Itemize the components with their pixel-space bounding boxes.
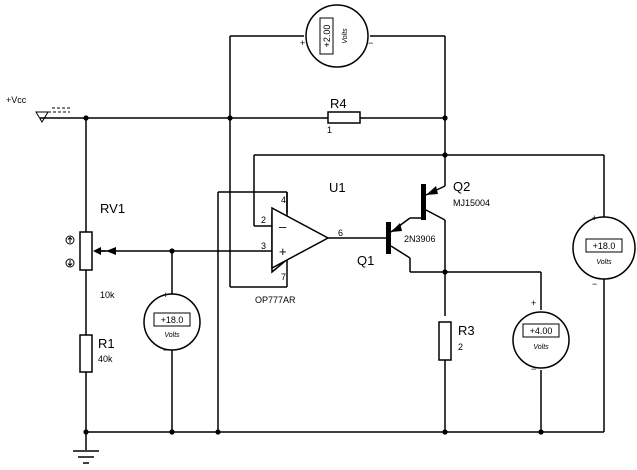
voltmeter-top[interactable]: +2.00 Volts + − — [300, 4, 373, 68]
junction-dot — [442, 429, 448, 435]
ground-icon — [73, 450, 99, 464]
meter-r3-minus: − — [531, 364, 536, 374]
junction-dot — [442, 269, 448, 275]
opamp-u1[interactable]: – + 2 3 6 4 7 U1 OP777AR — [255, 180, 346, 305]
meter-mid-plus: + — [163, 290, 168, 300]
junctions — [83, 115, 544, 435]
meter-mid-unit: Volts — [164, 332, 180, 339]
junction-dot — [83, 115, 89, 121]
meter-r3-unit: Volts — [533, 344, 549, 351]
opamp-minus: – — [279, 219, 287, 234]
voltmeter-r3[interactable]: +4.00 Volts + − — [512, 298, 570, 374]
junction-dot — [83, 429, 89, 435]
pin-2: 2 — [261, 215, 266, 225]
pin-7: 7 — [281, 272, 286, 282]
transistor-q2[interactable]: Q2 MJ15004 — [421, 179, 490, 221]
junction-dot — [169, 248, 175, 254]
pin-6: 6 — [338, 228, 343, 238]
meter-right-minus: − — [592, 279, 597, 289]
transistor-q1[interactable]: Q1 2N3906 — [357, 217, 436, 268]
resistor-r4[interactable]: R4 1 — [327, 96, 361, 135]
meter-right-plus: + — [592, 213, 597, 223]
pin-4: 4 — [281, 195, 286, 205]
meter-r3-plus: + — [531, 298, 536, 308]
vcc-terminal: +Vcc — [6, 95, 70, 123]
q2-name: Q2 — [453, 179, 470, 194]
meter-r3-reading: +4.00 — [530, 326, 553, 336]
resistor-r1[interactable]: R1 40k — [79, 334, 115, 373]
meter-mid-reading: +18.0 — [161, 315, 184, 325]
junction-dot — [215, 429, 221, 435]
q2-part: MJ15004 — [453, 198, 490, 208]
meter-mid-minus: − — [163, 345, 168, 355]
resistor-r3[interactable]: R3 2 — [438, 321, 475, 361]
r4-value: 1 — [327, 125, 332, 135]
u1-name: U1 — [329, 180, 346, 195]
meter-right-unit: Volts — [596, 259, 612, 266]
junction-dot — [169, 429, 175, 435]
junction-dot — [538, 429, 544, 435]
voltmeter-right[interactable]: +18.0 Volts + − — [572, 213, 636, 289]
vcc-label: +Vcc — [6, 95, 27, 105]
r1-value: 40k — [98, 354, 113, 364]
meter-right-reading: +18.0 — [593, 241, 616, 251]
opamp-plus: + — [279, 244, 287, 259]
pin-3: 3 — [261, 241, 266, 251]
r1-name: R1 — [98, 336, 115, 351]
wires — [40, 35, 605, 450]
meter-top-reading: +2.00 — [322, 25, 332, 48]
meter-top-unit: Volts — [342, 28, 349, 44]
junction-dot — [442, 152, 448, 158]
junction-dot — [442, 115, 448, 121]
u1-part: OP777AR — [255, 295, 296, 305]
r3-value: 2 — [458, 342, 463, 352]
junction-dot — [227, 115, 233, 121]
rv1-name: RV1 — [100, 201, 125, 216]
q1-part: 2N3906 — [404, 234, 436, 244]
meter-top-minus: − — [368, 38, 373, 48]
meter-top-plus: + — [300, 38, 305, 48]
r3-name: R3 — [458, 323, 475, 338]
r4-name: R4 — [330, 96, 347, 111]
q1-name: Q1 — [357, 253, 374, 268]
voltmeter-mid[interactable]: +18.0 Volts + − — [143, 290, 201, 355]
rv1-value: 10k — [100, 290, 115, 300]
potentiometer-rv1[interactable]: RV1 10k — [65, 201, 125, 300]
